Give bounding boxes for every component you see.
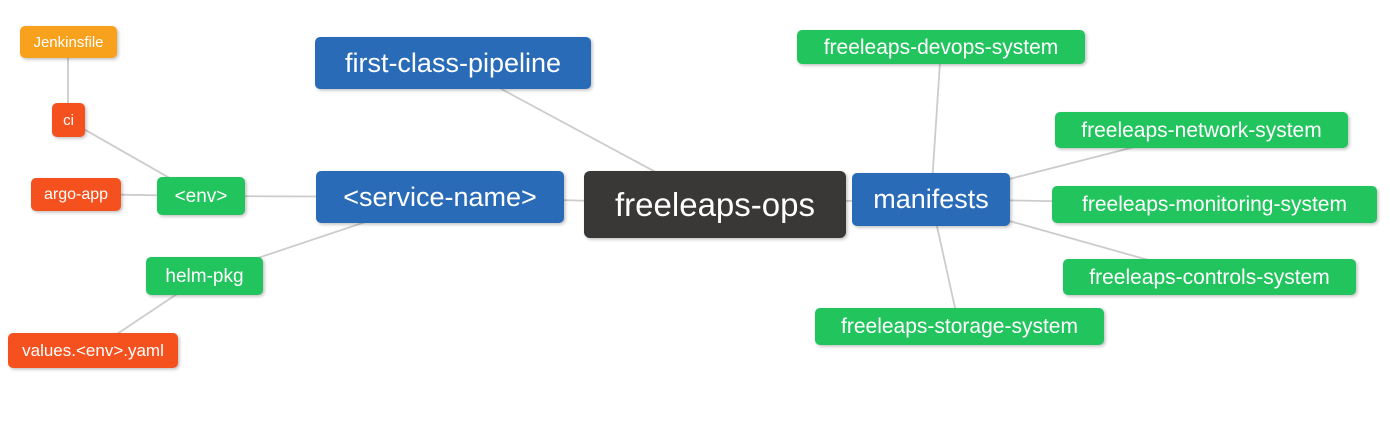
node-helm-pkg[interactable]: helm-pkg xyxy=(146,257,263,295)
node-freeleaps-storage-system[interactable]: freeleaps-storage-system xyxy=(815,308,1104,345)
node-freeleaps-network-system[interactable]: freeleaps-network-system xyxy=(1055,112,1348,148)
node-freeleaps-controls-system[interactable]: freeleaps-controls-system xyxy=(1063,259,1356,295)
node-manifests[interactable]: manifests xyxy=(852,173,1010,226)
node-first-class-pipeline[interactable]: first-class-pipeline xyxy=(315,37,591,89)
node-freeleaps-devops-system[interactable]: freeleaps-devops-system xyxy=(797,30,1085,64)
node-freeleaps-monitoring-system[interactable]: freeleaps-monitoring-system xyxy=(1052,186,1377,223)
node-env[interactable]: <env> xyxy=(157,177,245,215)
node-freeleaps-ops[interactable]: freeleaps-ops xyxy=(584,171,846,238)
node-ci[interactable]: ci xyxy=(52,103,85,137)
node-jenkinsfile[interactable]: Jenkinsfile xyxy=(20,26,117,58)
node-values-env-yaml[interactable]: values.<env>.yaml xyxy=(8,333,178,368)
node-service-name[interactable]: <service-name> xyxy=(316,171,564,223)
node-argo-app[interactable]: argo-app xyxy=(31,178,121,211)
